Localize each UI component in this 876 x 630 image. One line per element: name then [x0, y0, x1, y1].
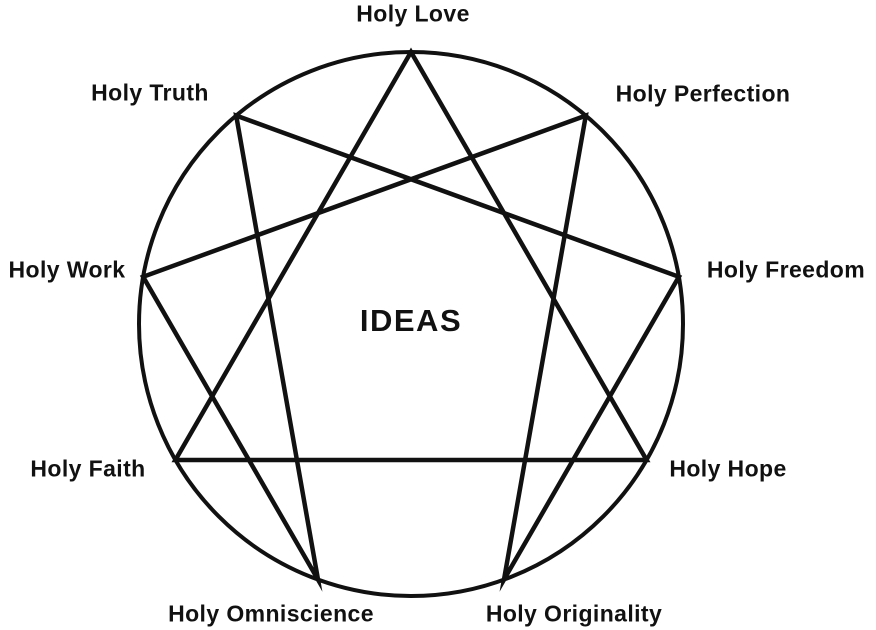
node-label-holy-perfection: Holy Perfection — [615, 80, 791, 107]
center-label: IDEAS — [359, 303, 463, 338]
node-label-holy-hope: Holy Hope — [669, 455, 787, 482]
node-label-holy-love: Holy Love — [356, 0, 470, 27]
node-label-holy-truth: Holy Truth — [91, 79, 209, 106]
triangle-lines — [171, 47, 651, 463]
node-label-holy-omniscience: Holy Omniscience — [168, 600, 374, 627]
node-label-holy-work: Holy Work — [8, 256, 126, 283]
hexad-lines — [139, 112, 683, 592]
node-label-holy-originality: Holy Originality — [485, 600, 663, 627]
node-label-holy-freedom: Holy Freedom — [706, 256, 866, 283]
node-label-holy-faith: Holy Faith — [30, 455, 146, 482]
